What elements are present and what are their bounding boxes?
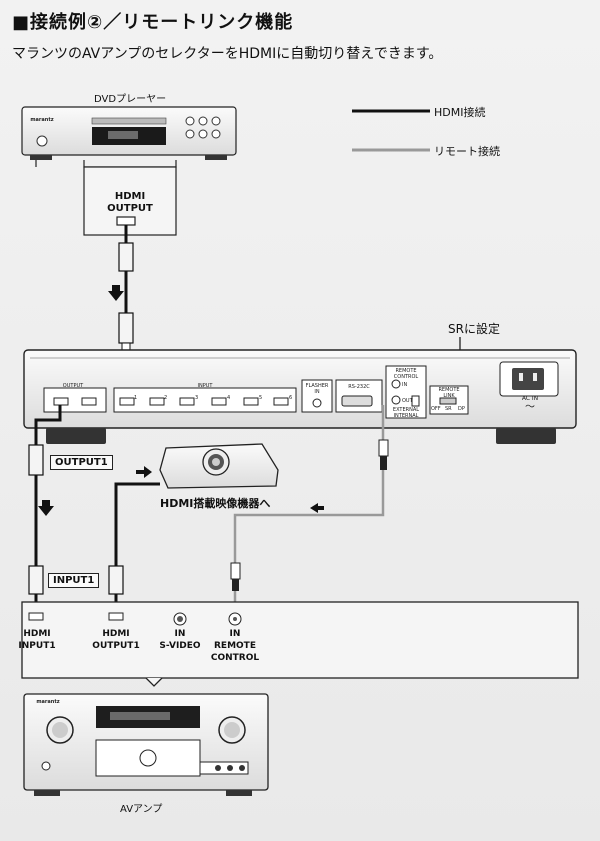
input-number-5: 5 [259, 395, 263, 401]
dvd-brand-logo: marantz [30, 117, 54, 123]
remote-link-sr: SR [445, 406, 452, 412]
remote-link-label: REMOTE LINK [438, 387, 460, 399]
remote-in-label: IN [402, 382, 408, 388]
input-number-4: 4 [227, 395, 231, 401]
input1-tag: INPUT1 [48, 573, 100, 588]
down-arrow-icon-2 [38, 500, 54, 516]
input-number-3: 3 [195, 395, 199, 401]
remote-control-label: REMOTE CONTROL [393, 368, 419, 380]
amp-hdmi-input1-label: HDMI INPUT1 [18, 629, 56, 651]
legend-hdmi-label: HDMI接続 [434, 106, 486, 119]
input-number-2: 2 [164, 395, 168, 401]
dvd-player-label: DVDプレーヤー [94, 94, 167, 105]
av-amp-label: AVアンプ [120, 804, 163, 815]
amp-hdmi-output1-label: HDMI OUTPUT1 [92, 629, 140, 651]
remote-link-off: OFF [431, 406, 441, 412]
down-arrow-icon [108, 285, 124, 301]
dvd-player [21, 106, 237, 160]
output1-tag: OUTPUT1 [50, 455, 113, 470]
external-internal-label: EXTERNAL INTERNAL [392, 407, 420, 419]
dvd-hdmi-output-label: HDMI OUTPUT [107, 191, 153, 214]
legend-remote-label: リモート接続 [434, 145, 500, 158]
projector [159, 443, 279, 489]
dvd-hdmi-port [116, 216, 136, 226]
page-title: ■接続例②／リモートリンク機能 [12, 12, 294, 33]
amp-remote-control-label: REMOTE CONTROL [210, 641, 260, 663]
selector-input-label: INPUT [197, 383, 213, 389]
page-subtitle: マランツのAVアンプのセレクターをHDMIに自動切り替えできます。 [12, 46, 443, 62]
flasher-in-label: FLASHER IN [305, 383, 329, 395]
input-number-1: 1 [134, 395, 138, 401]
amp-svideo-label: IN S-VIDEO [159, 629, 201, 651]
right-arrow-icon [136, 466, 152, 478]
amp-brand-logo: marantz [36, 699, 60, 705]
av-amplifier [23, 693, 269, 796]
sr-setting-label: SRに設定 [448, 322, 500, 336]
ac-symbol: 〜 [525, 402, 535, 413]
hdmi-cable-output1 [28, 405, 62, 610]
left-arrow-icon [310, 503, 324, 513]
remote-out-label: OUT [402, 398, 413, 404]
remote-cable [230, 405, 389, 610]
rs232c-label: RS-232C [348, 384, 370, 390]
ac-in-label: AC IN [521, 395, 539, 402]
input-number-6: 6 [289, 395, 293, 401]
remote-link-dp: DP [458, 406, 465, 412]
selector-output-label: OUTPUT [62, 383, 84, 389]
amp-remote-in-label: IN [229, 629, 241, 639]
hdmi-selector-unit [23, 349, 577, 444]
projector-label: HDMI搭載映像機器へ [160, 497, 271, 510]
hdmi-cable-projector [108, 466, 160, 610]
